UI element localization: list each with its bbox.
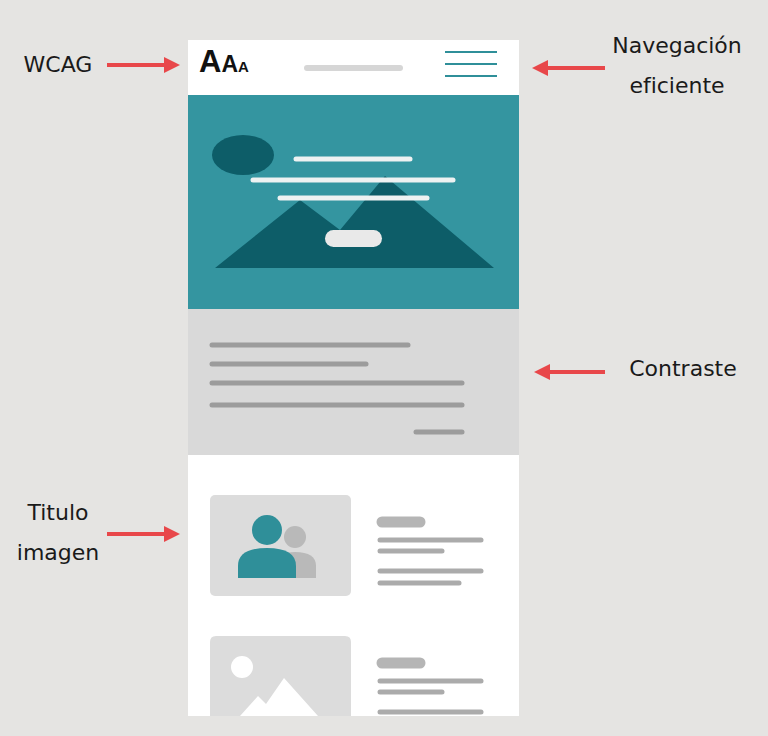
callout-label: Navegación eficiente [590,26,764,106]
font-size-glyph: A [238,59,249,74]
card-text-lines [380,522,481,583]
people-icon [238,515,316,578]
font-size-glyph: A [199,46,221,77]
callout-label: Titulo imagen [4,493,112,573]
hero-mountains [215,176,494,268]
callout-label: Contraste [608,349,758,389]
callout-label: WCAG [8,45,108,85]
card-image [210,495,351,596]
search-bar [304,65,403,71]
hamburger-menu [445,52,497,76]
page-frame [188,40,519,716]
callout-arrows [107,57,605,542]
hero-button [325,230,382,247]
font-size-control: AAA [199,46,249,77]
font-size-glyph: A [221,53,238,76]
hero-text-lines [253,159,453,198]
body-text-lines [212,345,462,432]
hero-banner [188,95,519,309]
contrast-section [188,309,519,455]
card-text-lines [380,663,481,712]
hero-sun [212,135,274,175]
card-image [210,636,351,716]
image-icon-mountains [240,678,318,716]
image-icon-sun [231,656,253,678]
